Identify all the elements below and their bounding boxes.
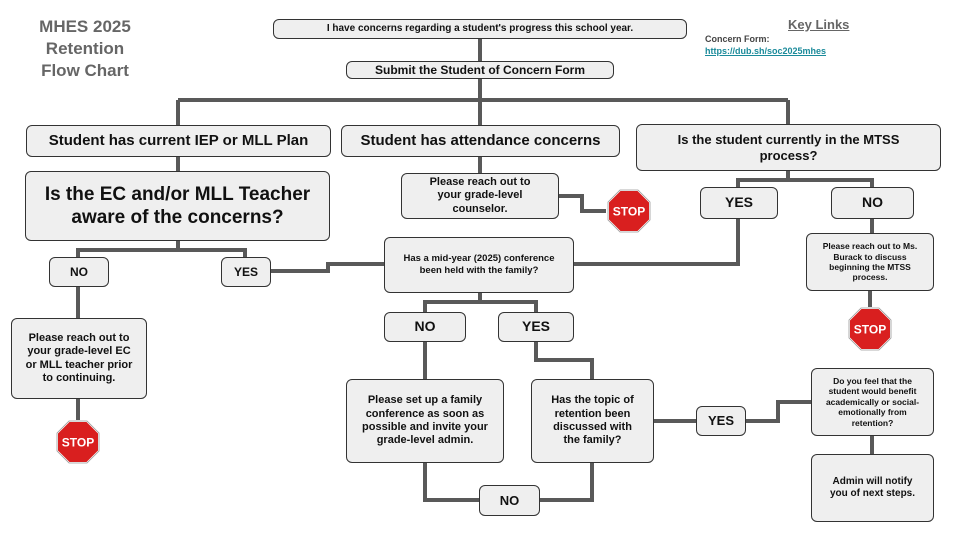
connector-mtss-split xyxy=(736,170,790,188)
node-admin-notify: Admin will notify you of next steps. xyxy=(811,454,934,522)
node-submit-form: Submit the Student of Concern Form xyxy=(346,61,614,79)
stop-sign-ec: STOP xyxy=(56,420,100,464)
key-links-title: Key Links xyxy=(788,17,850,32)
node-ec-yes: YES xyxy=(221,257,271,287)
node-mtss-question: Is the student currently in the MTSS pro… xyxy=(636,124,941,171)
concern-form-link[interactable]: https://dub.sh/soc2025mhes xyxy=(705,46,827,56)
node-ec-no: NO xyxy=(49,257,109,287)
concern-form-label: Concern Form: xyxy=(705,34,770,44)
chart-title-line-2: Retention xyxy=(45,39,125,58)
node-conf-yes: YES xyxy=(498,312,574,342)
chart-title: MHES 2025 Retention Flow Chart xyxy=(20,16,150,82)
connector-mtssyes-midyear xyxy=(573,218,740,266)
node-ec-aware: Is the EC and/or MLL Teacher aware of th… xyxy=(25,171,330,241)
connector-ecyes-midyear xyxy=(270,262,385,273)
node-conf-no: NO xyxy=(384,312,466,342)
connector-counselor-stop xyxy=(558,194,606,213)
connector-discyes-benefit xyxy=(745,400,812,423)
connector-midyear-split-yes xyxy=(480,300,538,313)
stop-sign-counselor: STOP xyxy=(607,189,651,233)
node-disc-yes: YES xyxy=(696,406,746,436)
connector-mtss-split-no xyxy=(788,178,874,188)
connector-ec-split-yes xyxy=(178,248,247,258)
node-attendance: Student has attendance concerns xyxy=(341,125,620,157)
node-retention-discussed: Has the topic of retention been discusse… xyxy=(531,379,654,463)
node-iep-mll: Student has current IEP or MLL Plan xyxy=(26,125,331,157)
stop-label: STOP xyxy=(62,436,94,450)
connector-retention-discno xyxy=(539,462,594,502)
node-setup-conf: Please set up a family conference as soo… xyxy=(346,379,504,463)
chart-title-line-1: MHES 2025 xyxy=(39,17,131,36)
node-counselor: Please reach out to your grade-level cou… xyxy=(401,173,559,219)
connector-setup-discno xyxy=(423,462,480,502)
node-midyear: Has a mid-year (2025) conference been he… xyxy=(384,237,574,293)
stop-label: STOP xyxy=(613,205,645,219)
node-burack: Please reach out to Ms. Burack to discus… xyxy=(806,233,934,291)
node-mtss-yes: YES xyxy=(700,187,778,219)
node-mtss-no: NO xyxy=(831,187,914,219)
connector-ec-split xyxy=(76,240,180,258)
chart-title-line-3: Flow Chart xyxy=(41,61,129,80)
node-top-concern: I have concerns regarding a student's pr… xyxy=(273,19,687,39)
connector-confyes-retention xyxy=(534,341,594,380)
stop-sign-mtss: STOP xyxy=(848,307,892,351)
node-ec-reach: Please reach out to your grade-level EC … xyxy=(11,318,147,399)
node-disc-no: NO xyxy=(479,485,540,516)
stop-label: STOP xyxy=(854,323,886,337)
connector-midyear-split xyxy=(423,292,482,313)
node-benefit: Do you feel that the student would benef… xyxy=(811,368,934,436)
